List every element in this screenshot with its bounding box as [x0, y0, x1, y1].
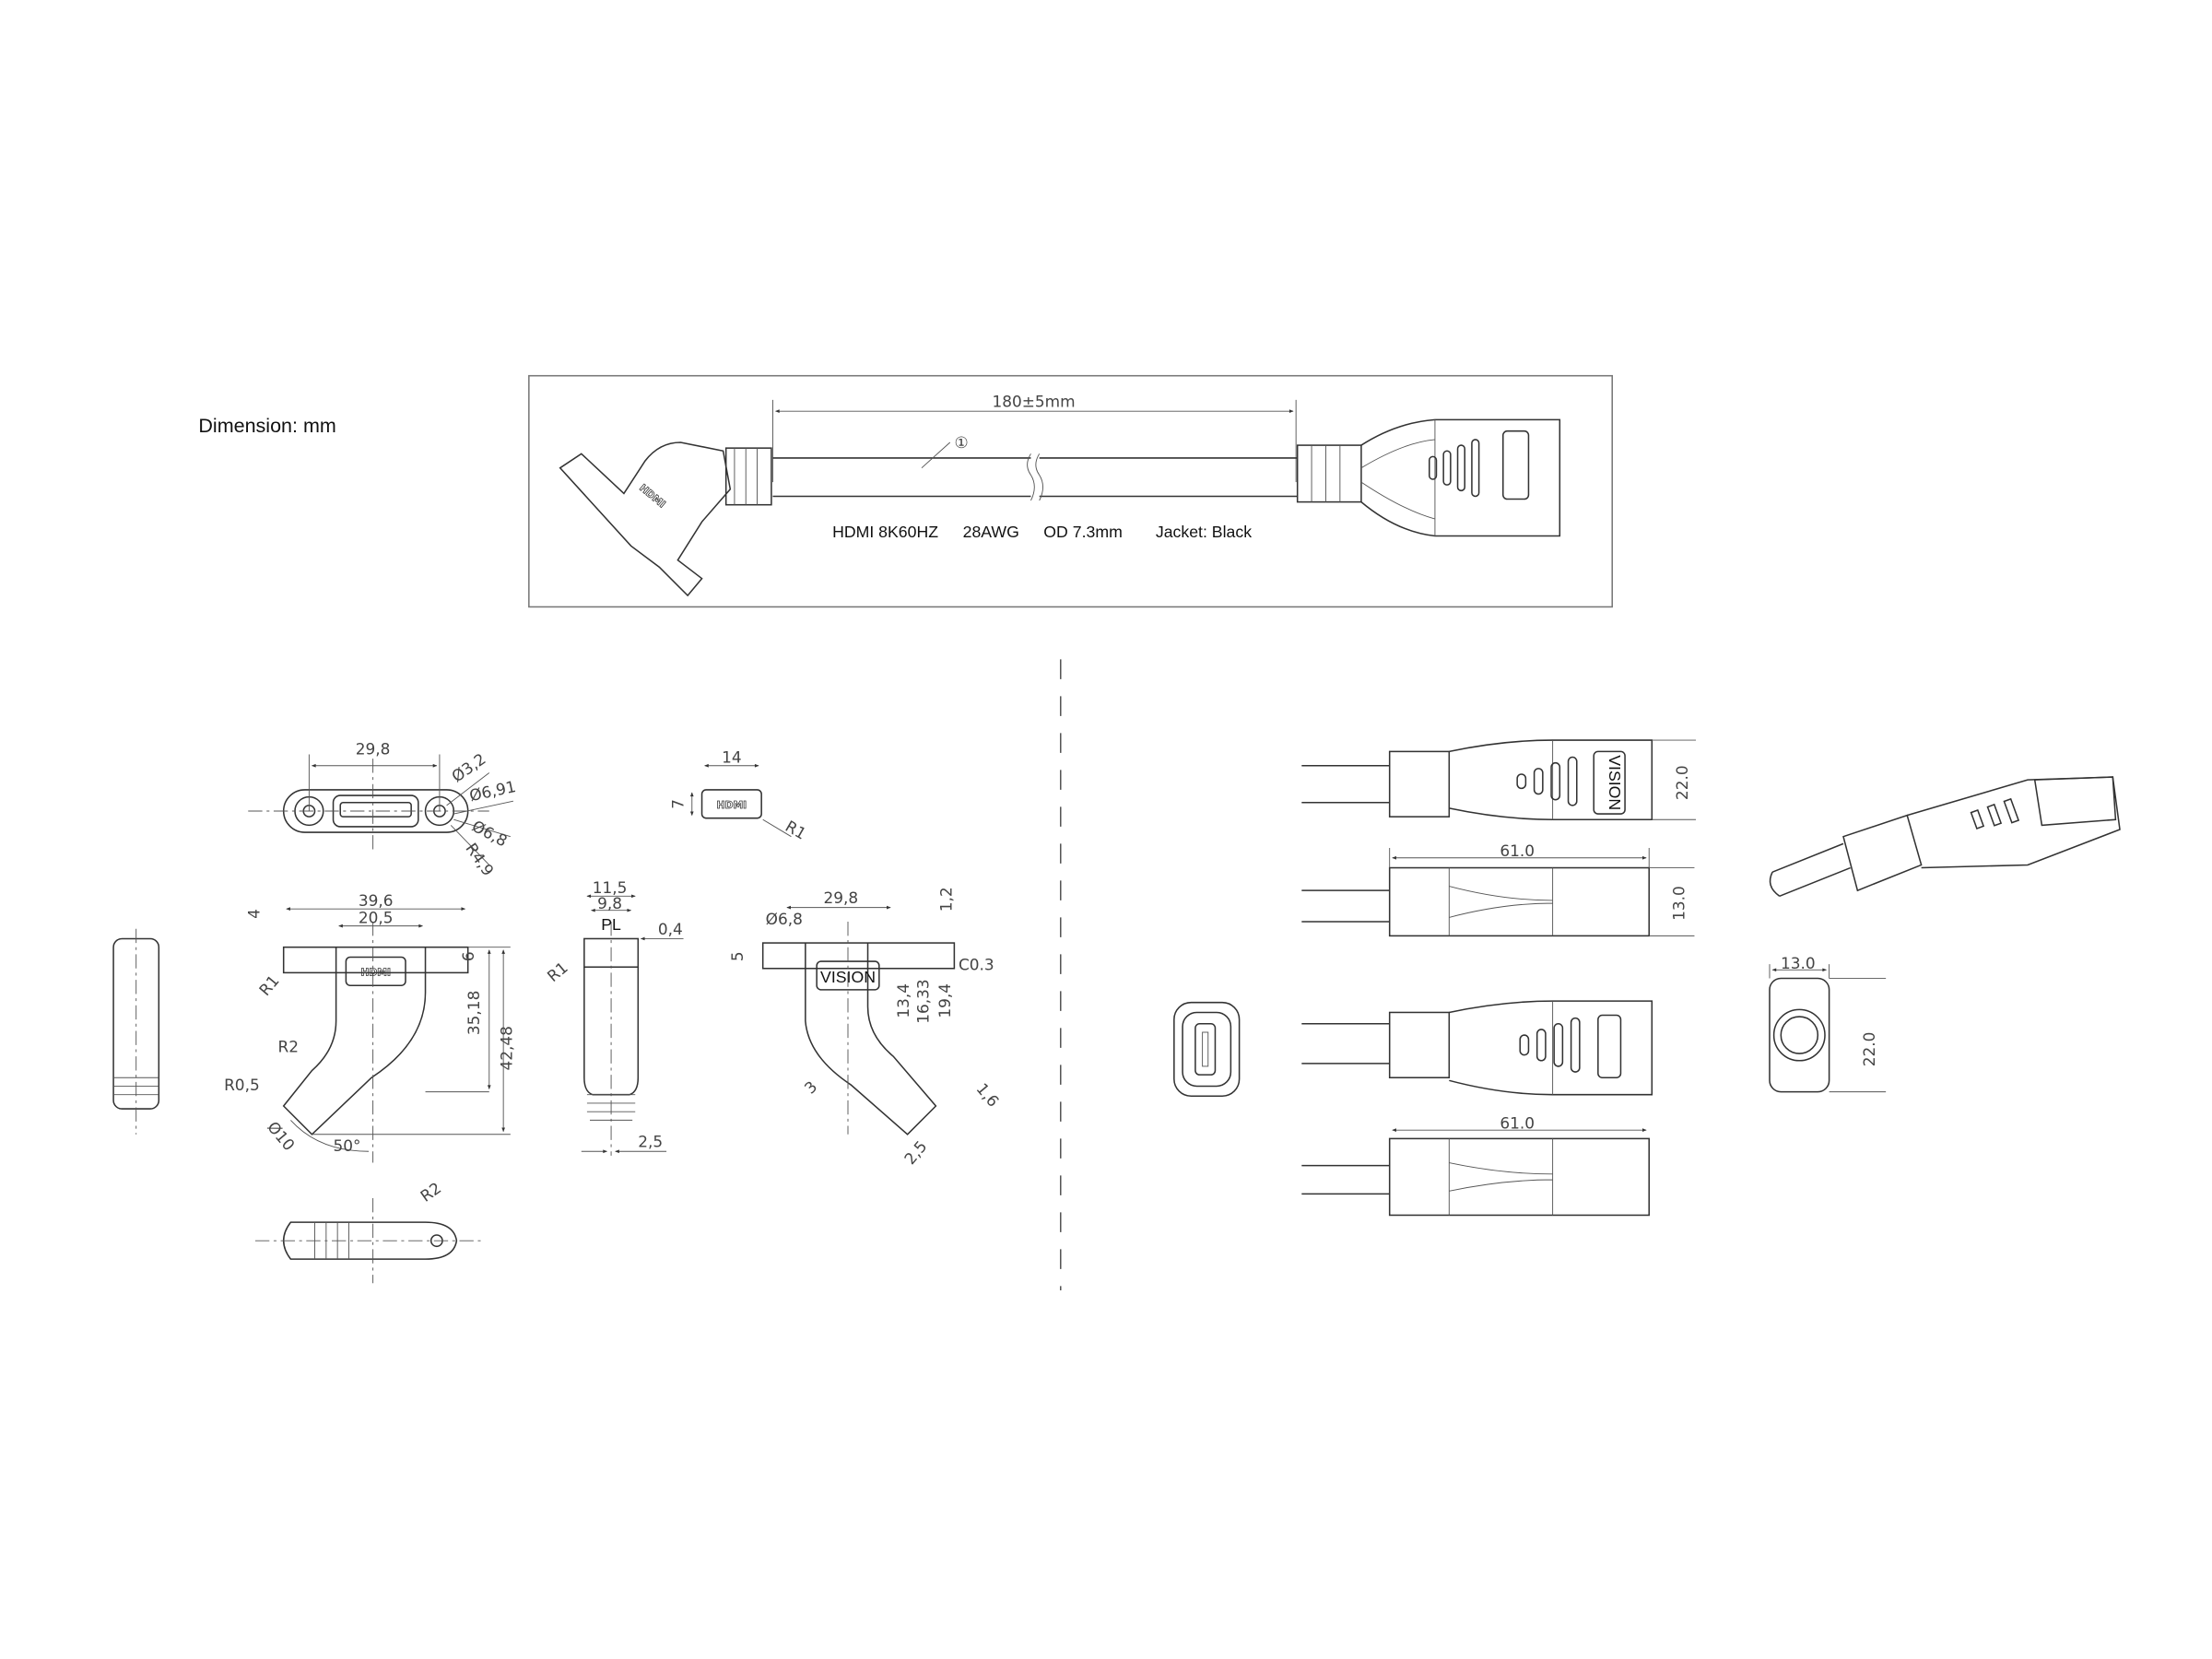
- dim-chamfer: C0.3: [959, 955, 994, 973]
- dim-bend-radius: R2: [278, 1038, 300, 1056]
- dim-height-1: 35,18: [465, 991, 483, 1035]
- callout-1: ①: [954, 433, 968, 452]
- svg-text:HDMI: HDMI: [637, 482, 667, 511]
- dim-side-width-1: 11,5: [593, 878, 628, 897]
- spec-signal: HDMI 8K60HZ: [832, 523, 938, 541]
- spec-awg: 28AWG: [963, 523, 1019, 541]
- brand-label: VISION: [1606, 755, 1624, 810]
- dim-gap: 0,4: [658, 920, 683, 938]
- dim-end-width: 13.0: [1781, 954, 1816, 972]
- dim-rear-d3: 19,4: [935, 983, 954, 1018]
- dim-body-width: 20,5: [359, 909, 394, 927]
- panel-top-view: 29,8 Ø3,2 Ø6,91 Ø6,8 R4,9: [248, 739, 517, 879]
- dim-rear-pitch: 29,8: [823, 888, 858, 907]
- dim-height-2: 42,48: [497, 1026, 515, 1070]
- dim-flange-width: 39,6: [359, 891, 394, 910]
- cable-overview: 180±5mm ① HDMI HDMI 8K60HZ 28AWG OD 7.3m…: [528, 374, 1613, 608]
- dim-side-cable: 2,5: [638, 1133, 663, 1151]
- female-side-view-1: 61.0 13.0: [1301, 841, 1695, 937]
- dim-thickness: 13.0: [1670, 886, 1688, 921]
- female-side-view-2: 61.0: [1301, 1114, 1650, 1217]
- panel-rear-view: VISION 29,8 Ø6,8 1,2 5 C0.3 13,4 16,33 1…: [728, 887, 1003, 1168]
- dim-length-2: 61.0: [1500, 1114, 1535, 1133]
- dim-angle: 50°: [334, 1136, 361, 1155]
- dim-flange-top: 4: [245, 909, 264, 919]
- dim-rear-wall: 3: [801, 1077, 821, 1098]
- female-connector-sketch: [1296, 418, 1561, 537]
- hdmi-logo: HDMI: [360, 966, 391, 978]
- dim-rear-d2: 16,33: [914, 979, 933, 1023]
- female-end-view: 13.0 22.0: [1769, 954, 1887, 1093]
- dim-height: 22.0: [1673, 765, 1691, 800]
- dim-edge-radius: R0,5: [224, 1076, 260, 1094]
- dim-side-corner: R1: [544, 958, 571, 985]
- dim-rear-flange: 5: [728, 951, 747, 961]
- units-label: Dimension: mm: [198, 415, 335, 437]
- dim-rear-top: 1,2: [936, 887, 955, 912]
- female-top-view-2: [1301, 1000, 1653, 1096]
- dim-corner: R1: [255, 971, 283, 999]
- spec-od: OD 7.3mm: [1043, 523, 1123, 541]
- hdmi-logo: HDMI: [717, 799, 747, 811]
- panel-side-view: 11,5 9,8 PL 0,4 R1 2,5: [544, 878, 684, 1156]
- spec-jacket: Jacket: Black: [1156, 523, 1252, 541]
- logo-plate-view: HDMI 14 7 R1: [669, 748, 810, 843]
- dim-boss1: Ø6,91: [467, 777, 517, 805]
- panel-connector-sketch: HDMI: [559, 441, 772, 597]
- dim-length-1: 61.0: [1500, 841, 1535, 860]
- dim-pitch: 29,8: [356, 739, 391, 758]
- panel-bottom-view: R2: [254, 1179, 483, 1284]
- parting-line-label: PL: [601, 915, 621, 934]
- dim-bottom-radius: R2: [417, 1179, 444, 1206]
- length-dimension: 180±5mm: [992, 393, 1075, 411]
- dim-plate-corner: R1: [782, 817, 809, 843]
- panel-edge-view: [112, 928, 160, 1135]
- dim-side-width-2: 9,8: [597, 894, 622, 912]
- dim-plate-height: 7: [669, 799, 688, 809]
- female-top-view: VISION 22.0: [1301, 739, 1696, 820]
- dim-rear-cable: 2,5: [900, 1137, 931, 1168]
- dim-hole: Ø3,2: [448, 749, 488, 785]
- dim-flange-thickness: 6: [459, 951, 477, 961]
- panel-front-view: HDMI 39,6 20,5 4 6 R1 35,18 42,48 R2 R0,…: [224, 891, 515, 1163]
- female-port-view: [1173, 1001, 1241, 1097]
- female-isometric-view: [1769, 776, 2121, 898]
- dim-rear-hole: Ø6,8: [766, 910, 803, 928]
- dim-end-height: 22.0: [1860, 1032, 1878, 1067]
- dim-rear-d1: 13,4: [894, 983, 912, 1018]
- dim-rear-rib: 1,6: [972, 1079, 1003, 1110]
- dim-plate-width: 14: [722, 748, 742, 767]
